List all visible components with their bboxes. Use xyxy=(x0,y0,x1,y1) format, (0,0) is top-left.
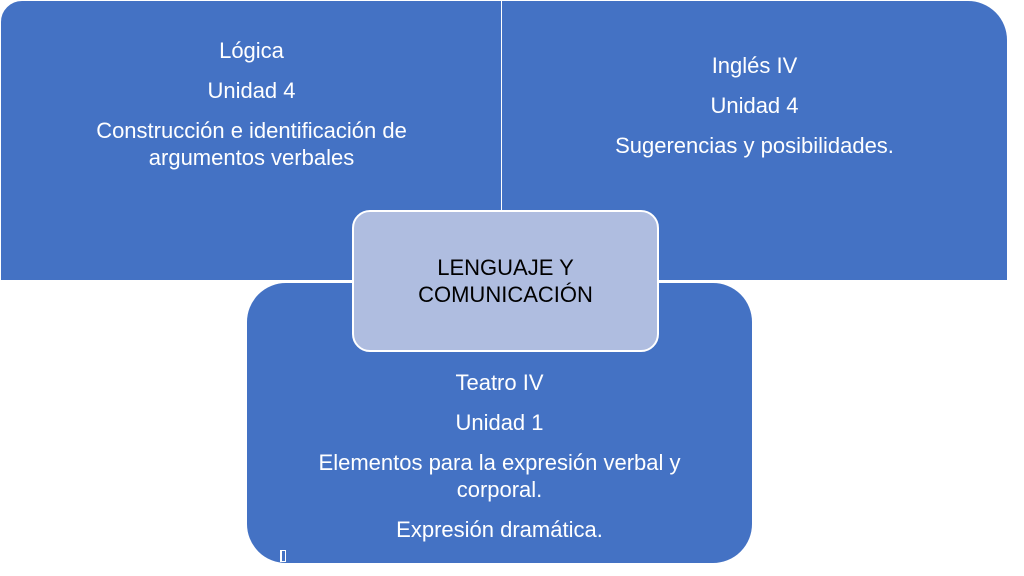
panel-ingles-unit: Unidad 4 xyxy=(710,93,799,118)
panel-teatro-extra: Expresión dramática. xyxy=(396,517,603,542)
center-topic-label: LENGUAJE Y COMUNICACIÓN xyxy=(418,255,593,307)
panel-logica-topic: Construcción e identificación de argumen… xyxy=(96,118,407,170)
panel-ingles: Inglés IV Unidad 4 Sugerencias y posibil… xyxy=(501,0,1008,281)
text-cursor-mark xyxy=(280,550,286,562)
panel-ingles-text: Inglés IV Unidad 4 Sugerencias y posibil… xyxy=(502,52,1007,172)
panel-logica-unit: Unidad 4 xyxy=(207,78,296,103)
panel-teatro-text: Teatro IV Unidad 1 Elementos para la exp… xyxy=(247,369,752,556)
panel-logica-subject: Lógica xyxy=(219,38,284,63)
panel-logica-text: Lógica Unidad 4 Construcción e identific… xyxy=(1,37,502,184)
panel-logica: Lógica Unidad 4 Construcción e identific… xyxy=(0,0,503,281)
panel-ingles-subject: Inglés IV xyxy=(711,53,798,78)
panel-teatro-subject: Teatro IV xyxy=(455,370,544,395)
panel-teatro-topic: Elementos para la expresión verbal y cor… xyxy=(318,450,681,502)
panel-teatro-unit: Unidad 1 xyxy=(455,410,544,435)
panel-ingles-topic: Sugerencias y posibilidades. xyxy=(615,133,894,158)
center-topic-box: LENGUAJE Y COMUNICACIÓN xyxy=(352,210,659,352)
